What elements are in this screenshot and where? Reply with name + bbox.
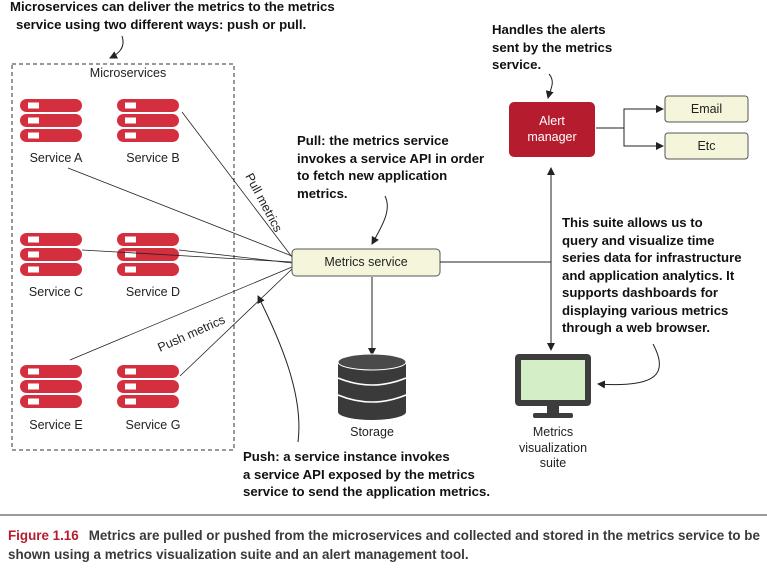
edge-alert-email	[596, 105, 664, 129]
caption-text: Metrics are pulled or pushed from the mi…	[8, 528, 760, 562]
group-label: Microservices	[89, 66, 167, 80]
edge-label-push: Push metrics	[156, 313, 228, 355]
service-b-label: Service B	[126, 151, 180, 165]
service-g-label: Service G	[125, 418, 181, 432]
note-suite: This suite allows us to query and visual…	[562, 215, 742, 335]
service-a-label: Service A	[29, 151, 83, 165]
server-icon-service-a	[20, 99, 82, 142]
edge-alert-etc	[596, 127, 664, 150]
edge-service-b-metrics	[181, 111, 293, 258]
email-label: Email	[690, 102, 723, 116]
email-node	[664, 95, 749, 123]
service-e-label: Service E	[29, 418, 83, 432]
arrow-note-alerts	[545, 73, 554, 99]
edge-service-c-metrics	[81, 249, 293, 263]
server-icon-service-e	[20, 365, 82, 408]
edge-service-g-metrics	[179, 268, 293, 377]
arrow-note-push	[257, 295, 300, 443]
note-top-left: Microservices can deliver the metrics to…	[10, 0, 335, 32]
server-icon-service-g	[117, 365, 179, 408]
server-icon-service-d	[117, 233, 179, 276]
edge-label-pull: Pull metrics	[242, 171, 285, 235]
arrow-note-pull	[371, 195, 388, 245]
metrics-service-label: Metrics service	[324, 255, 408, 269]
edge-service-a-metrics	[67, 167, 293, 257]
storage-icon	[337, 353, 407, 420]
caption-divider	[0, 514, 767, 516]
edge-metrics-alert	[440, 167, 555, 263]
alert-manager-node	[509, 102, 595, 157]
arrow-note-suite	[597, 343, 661, 389]
service-c-label: Service C	[28, 285, 84, 299]
monitor-icon	[515, 354, 591, 418]
edge-metrics-visualization	[440, 261, 555, 351]
visualization-label: Metrics visualization suite	[518, 425, 588, 470]
alert-manager-label: Alert manager	[527, 114, 577, 144]
service-d-label: Service D	[125, 285, 181, 299]
note-pull: Pull: the metrics service invokes a serv…	[297, 133, 485, 201]
storage-label: Storage	[350, 425, 394, 439]
microservices-group	[11, 63, 235, 451]
etc-label: Etc	[697, 139, 716, 153]
server-icon-service-c	[20, 233, 82, 276]
edge-service-e-metrics	[69, 266, 293, 361]
note-push: Push: a service instance invokes a servi…	[243, 449, 490, 499]
edge-service-d-metrics	[178, 249, 293, 264]
note-alerts: Handles the alerts sent by the metrics s…	[492, 22, 613, 72]
figure-number: Figure 1.16	[8, 528, 79, 543]
arrow-note-top-left	[109, 35, 124, 59]
etc-node	[664, 132, 749, 160]
server-icon-service-b	[117, 99, 179, 142]
